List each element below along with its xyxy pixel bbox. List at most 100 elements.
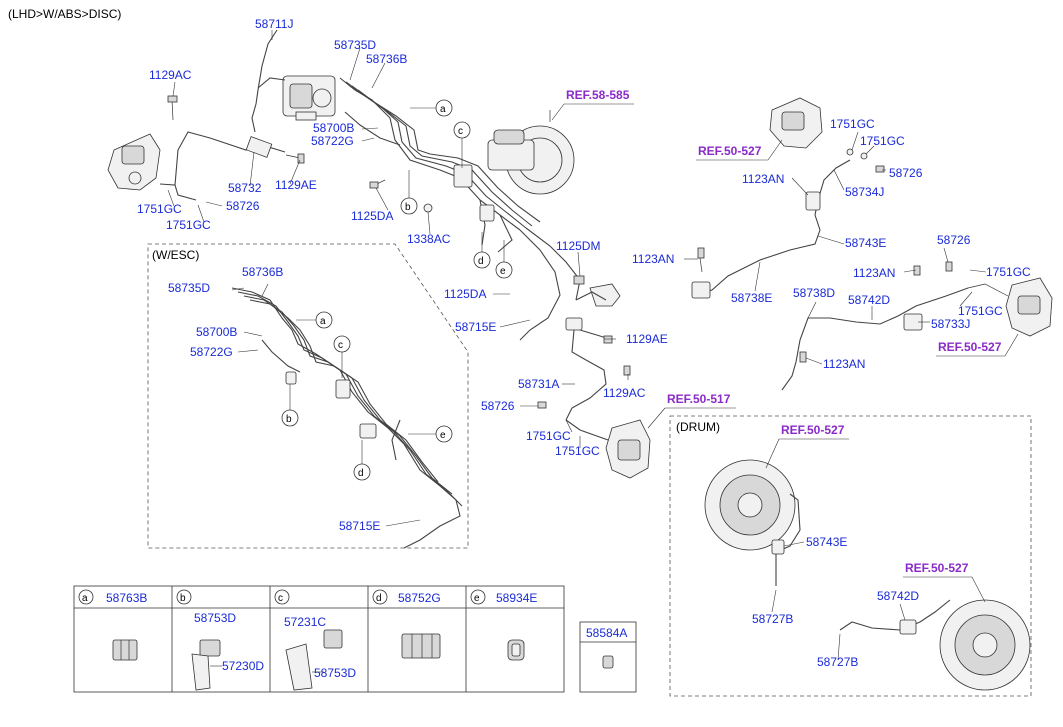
reference-labels: REF.58-585 REF.50-527 REF.50-527 REF.50-…	[551, 88, 1019, 603]
svg-text:a: a	[440, 104, 446, 115]
part-label: 1751GC	[986, 265, 1031, 279]
part-number-labels: 58711J 58735D 58736B 1129AC 58700B 58722…	[137, 17, 1031, 669]
callout-c-esc	[333, 335, 351, 353]
bracket-clip-icon	[191, 639, 222, 691]
cap-58584A-icon	[602, 655, 614, 669]
svg-text:b: b	[405, 202, 411, 213]
part-label: 1751GC	[555, 444, 600, 458]
part-label: 58742D	[848, 293, 890, 307]
grommet-58934E-icon	[507, 639, 525, 661]
part-label: 58715E	[455, 320, 496, 334]
left-drum-backing-plate	[704, 459, 796, 551]
part-label: 1751GC	[958, 304, 1003, 318]
ref-label: REF.58-585	[566, 88, 630, 102]
part-label: 58726	[481, 399, 515, 413]
part-label: 1751GC	[166, 218, 211, 232]
callout-e-top	[495, 261, 513, 279]
part-label: 58727B	[752, 612, 793, 626]
part-label: 1129AC	[149, 68, 192, 82]
part-label: 58733J	[931, 317, 970, 331]
right-front-caliper	[605, 419, 651, 479]
part-label: 58722G	[311, 134, 354, 148]
left-caliper	[107, 133, 161, 191]
callout-e-esc	[435, 425, 453, 443]
ref-label: REF.50-517	[667, 392, 731, 406]
part-label: 1751GC	[860, 134, 905, 148]
svg-text:c: c	[338, 340, 343, 351]
part-label: 58736B	[366, 52, 407, 66]
callout-b-top	[400, 197, 418, 215]
part-label: 58732	[228, 181, 262, 195]
callout-c-top	[453, 121, 471, 139]
callout-d-esc	[353, 463, 371, 481]
part-label: 58711J	[255, 17, 293, 31]
callout-d-top	[473, 251, 491, 269]
bracket-clip-icon	[285, 629, 343, 691]
part-label: 58726	[889, 166, 923, 180]
part-label: 1129AC	[603, 386, 646, 400]
legend-part: 58934E	[496, 591, 537, 605]
legend-part: 57230D	[222, 659, 264, 673]
svg-text:b: b	[286, 414, 292, 425]
esc-box-label: (W/ESC)	[152, 248, 199, 262]
legend-part: 57231C	[284, 615, 326, 629]
legend-letter: a	[82, 593, 88, 604]
legend-letter: d	[376, 593, 382, 604]
rear-left-caliper	[769, 97, 823, 149]
part-label: 58726	[226, 199, 260, 213]
part-label: 58736B	[242, 265, 283, 279]
svg-text:d: d	[358, 468, 364, 479]
part-label: 1129AE	[626, 332, 668, 346]
part-label: 58735D	[168, 281, 210, 295]
legend-part: 58763B	[106, 591, 147, 605]
legend-part: 58753D	[194, 611, 236, 625]
part-label: 1129AE	[275, 178, 317, 192]
ref-label: REF.50-527	[698, 144, 762, 158]
part-label: 58742D	[877, 589, 919, 603]
part-label: 58715E	[339, 519, 380, 533]
part-label: 1751GC	[137, 202, 182, 216]
part-label: 1123AN	[853, 266, 895, 280]
part-label: 1123AN	[632, 252, 674, 266]
part-label: 1338AC	[407, 232, 451, 246]
callout-b-esc	[281, 409, 299, 427]
brake-booster	[487, 110, 575, 195]
legend-letter: e	[474, 593, 480, 604]
legend-letter: c	[278, 593, 283, 604]
esc-variant-box	[147, 243, 469, 549]
part-label: 58727B	[817, 655, 858, 669]
part-label: 1123AN	[823, 357, 865, 371]
legend-part: 58584A	[586, 626, 627, 640]
part-label: 58722G	[190, 345, 233, 359]
callout-markers: a b c d e a b c d e	[281, 99, 513, 481]
part-label: 1125DM	[556, 239, 600, 253]
part-label: 58731A	[518, 377, 559, 391]
part-label: 58700B	[196, 325, 237, 339]
callout-a-esc	[315, 311, 333, 329]
part-label: 1751GC	[830, 117, 875, 131]
legend-table: a 58763B b c d 58752G e 58934E 58753D 57…	[73, 585, 637, 693]
legend-letter: b	[180, 593, 186, 604]
svg-text:a: a	[320, 316, 326, 327]
esc-pipe-bundle	[231, 287, 463, 549]
part-label: 58743E	[806, 535, 847, 549]
ref-label: REF.50-527	[905, 561, 969, 575]
rear-right-caliper	[1005, 277, 1053, 337]
part-label: 58738D	[793, 286, 835, 300]
part-label: 58700B	[313, 121, 354, 135]
part-label: 1125DA	[444, 287, 486, 301]
svg-text:d: d	[478, 256, 484, 267]
part-label: 58743E	[845, 236, 886, 250]
ref-label: REF.50-527	[938, 340, 1002, 354]
part-label: 1751GC	[526, 429, 571, 443]
legend-part: 58752G	[398, 591, 441, 605]
part-label: 1123AN	[742, 172, 784, 186]
clip-58763B-icon	[112, 639, 138, 661]
callout-a-top	[435, 99, 453, 117]
part-label: 58734J	[845, 185, 884, 199]
drum-variant-box	[669, 415, 1032, 697]
svg-text:e: e	[500, 266, 506, 277]
part-label: 58726	[937, 233, 971, 247]
